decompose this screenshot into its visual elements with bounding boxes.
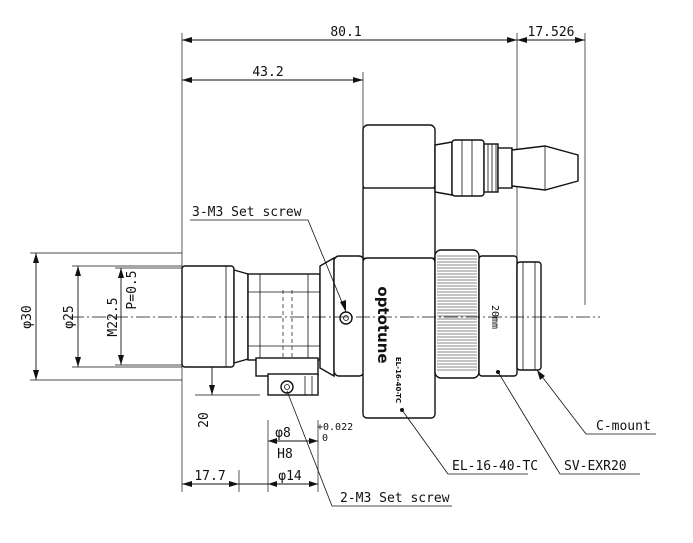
dim-diameter-8: φ8	[275, 426, 291, 441]
knurl-pattern	[437, 255, 477, 371]
dim-tolerance-lower: 0	[322, 433, 328, 444]
dim-tolerance-upper: +0.022	[317, 422, 353, 433]
label-el-16-40-tc: EL-16-40-TC	[452, 459, 538, 474]
dim-diameter-25: φ25	[62, 305, 77, 328]
dim-offset-17-7: 17.7	[194, 469, 225, 484]
lens-focal-marking: 20mm	[489, 305, 500, 329]
model-marking: EL-16-40-TC	[394, 357, 402, 403]
dim-height-20: 20	[197, 412, 212, 428]
callout-labels: 3-M3 Set screw 2-M3 Set screw EL-16-40-T…	[192, 205, 651, 506]
cable-connector	[434, 141, 453, 196]
dim-lens-center: 43.2	[252, 65, 283, 80]
dim-diameter-14: φ14	[278, 469, 302, 484]
optotune-logo: optotune	[374, 286, 392, 363]
dimension-texts: 80.1 17.526 43.2 φ30 φ25 M22.5 P=0.5 20 …	[20, 25, 574, 484]
dim-pitch: P=0.5	[125, 270, 140, 309]
el-housing-middle	[362, 187, 436, 261]
label-sv-exr20: SV-EXR20	[564, 459, 627, 474]
set-screw-3-m3	[339, 311, 353, 325]
dim-thread: M22.5	[106, 297, 121, 336]
dim-diameter-30: φ30	[20, 305, 35, 328]
clamp-flange	[255, 357, 319, 377]
set-screw-2-m3	[280, 380, 294, 394]
lens-assembly	[70, 124, 600, 419]
label-3-m3-set-screw: 3-M3 Set screw	[192, 205, 302, 220]
leader-lines	[190, 219, 656, 507]
dim-fit-h8: H8	[277, 447, 293, 462]
label-2-m3-set-screw: 2-M3 Set screw	[340, 491, 450, 506]
part-markings: 20mm optotune EL-16-40-TC	[374, 286, 500, 403]
el-housing-top	[362, 124, 436, 191]
label-c-mount: C-mount	[596, 419, 651, 434]
c-mount-flange	[516, 261, 542, 371]
dim-total-length: 80.1	[330, 25, 361, 40]
dim-cmount-offset: 17.526	[528, 25, 575, 40]
extension-lines	[30, 33, 586, 492]
focus-ring	[434, 249, 480, 379]
dimension-lines	[33, 37, 585, 487]
